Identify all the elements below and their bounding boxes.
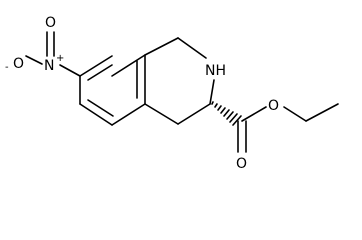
bond-n-o-left [25, 55, 43, 65]
bond-c8-c8a [111, 54, 146, 77]
bond-c7-c8 [79, 55, 113, 77]
hashed-wedge-bond [211, 101, 242, 126]
ring-nh-label: NH [205, 63, 226, 79]
bond-c-ester-o [241, 106, 267, 122]
bond-ch2-ch3 [305, 103, 339, 122]
bond-c4a-c5 [111, 103, 146, 126]
bond-n2-c3 [209, 79, 215, 105]
bond-c4-c4a [144, 103, 179, 125]
nitro-n-label: N [44, 58, 54, 74]
carbonyl-o-label: O [236, 156, 247, 172]
bond-o-ch2 [283, 106, 307, 122]
bond-c8a-c1 [144, 37, 179, 56]
nitro-n-charge: + [56, 53, 64, 64]
nitro-o-left-charge: - [5, 62, 9, 73]
nitro-o-left-label: O [13, 56, 24, 72]
nitro-group [25, 31, 81, 77]
bond-c5-c6 [79, 103, 113, 126]
bond-c5-c6-inner [87, 99, 114, 117]
ester-group [237, 103, 339, 153]
bond-c1-n2 [177, 37, 207, 59]
benzene-ring [79, 54, 146, 126]
bond-c7-c8-inner [87, 64, 113, 81]
structure-drawing: N + O O - NH O O [5, 15, 339, 172]
piperidine-ring [144, 37, 215, 125]
ester-o-label: O [268, 98, 279, 114]
bond-c7-n [59, 64, 81, 77]
bond-c3-c4 [177, 103, 211, 125]
nitro-o-top-label: O [45, 15, 56, 31]
